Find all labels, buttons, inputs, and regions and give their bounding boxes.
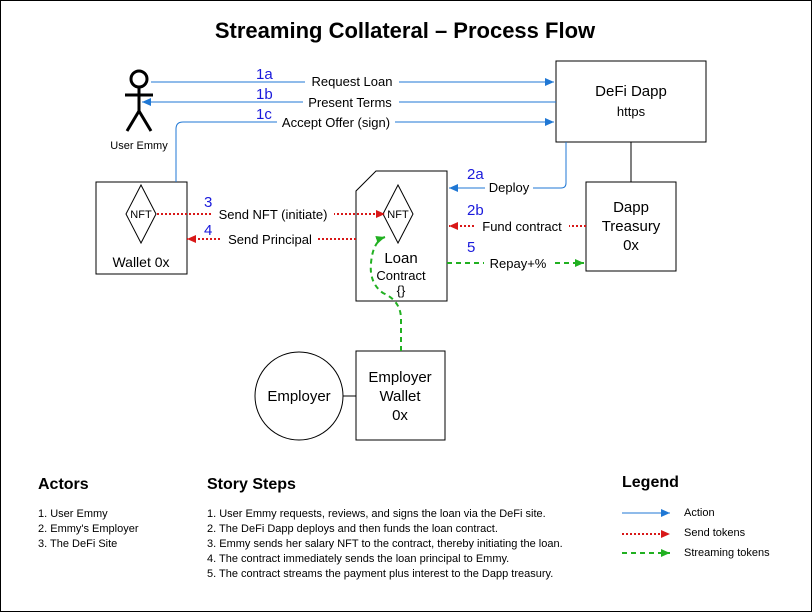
label-bg-3: [212, 206, 334, 222]
legend-action-label: Action: [684, 507, 715, 519]
employer-wallet-line3: 0x: [392, 407, 408, 424]
label-bg-1b: [303, 94, 399, 110]
wallet-nft-label: NFT: [130, 209, 152, 221]
actors-heading: Actors: [38, 476, 89, 493]
flow-4-label: Send Principal: [228, 232, 312, 247]
story-step: 1. User Emmy requests, reviews, and sign…: [207, 508, 546, 520]
label-bg-1a: [305, 73, 399, 89]
actor-item: 3. The DeFi Site: [38, 538, 117, 550]
label-bg-2a: [485, 180, 533, 196]
employer-label: Employer: [267, 388, 330, 405]
flow-1b-label: Present Terms: [308, 95, 392, 110]
flow-1a-label: Request Loan: [312, 74, 393, 89]
story-step: 5. The contract streams the payment plus…: [207, 568, 553, 580]
story-step: 2. The DeFi Dapp deploys and then funds …: [207, 523, 498, 535]
label-bg-4: [222, 231, 318, 247]
flow-2b-label: Fund contract: [482, 219, 562, 234]
legend-send-tokens-label: Send tokens: [684, 527, 746, 539]
actor-item: 1. User Emmy: [38, 508, 108, 520]
employer-wallet-line1: Employer: [368, 369, 431, 386]
flow-2a-label: Deploy: [489, 180, 530, 195]
flow-1b-number: 1b: [256, 86, 273, 103]
contract-nft-diamond-icon: [382, 183, 414, 245]
flow-4-number: 4: [204, 222, 212, 239]
user-stick-figure-icon: [125, 69, 153, 132]
flow-2b-number: 2b: [467, 202, 484, 219]
loan-contract-line3: {}: [397, 283, 406, 298]
flow-3-label: Send NFT (initiate): [219, 207, 328, 222]
diagram-title: Streaming Collateral – Process Flow: [215, 18, 596, 43]
label-bg-1c: [277, 114, 395, 130]
story-heading: Story Steps: [207, 476, 296, 493]
arrow-2a-deploy: [449, 142, 567, 192]
defi-dapp-subtitle: https: [617, 104, 646, 119]
flow-5-label: Repay+%: [490, 256, 547, 271]
flow-5-number: 5: [467, 239, 475, 256]
label-bg-2b: [475, 218, 569, 234]
flow-1c-number: 1c: [256, 106, 272, 123]
defi-dapp-title: DeFi Dapp: [595, 83, 667, 100]
dapp-treasury-box: [585, 181, 677, 272]
flow-2a-number: 2a: [467, 166, 484, 183]
treasury-label-line1: Dapp: [613, 199, 649, 216]
employer-wallet-box: [355, 350, 446, 441]
loan-contract-line2: Contract: [376, 268, 426, 283]
arrow-salary-stream: [369, 236, 402, 351]
treasury-label-line3: 0x: [623, 237, 639, 254]
legend-streaming-label: Streaming tokens: [684, 547, 770, 559]
story-step: 4. The contract immediately sends the lo…: [207, 553, 509, 565]
story-step: 3. Emmy sends her salary NFT to the cont…: [207, 538, 563, 550]
arrow-1c-accept-offer: [175, 118, 554, 182]
wallet-nft-diamond-icon: [125, 183, 157, 245]
employer-wallet-line2: Wallet: [379, 388, 421, 405]
label-bg-5: [484, 255, 552, 271]
flow-3-number: 3: [204, 194, 212, 211]
user-label: User Emmy: [110, 140, 168, 152]
treasury-label-line2: Treasury: [602, 218, 661, 235]
flow-1c-label: Accept Offer (sign): [282, 115, 390, 130]
flow-1a-number: 1a: [256, 66, 273, 83]
wallet-label: Wallet 0x: [112, 254, 169, 270]
defi-dapp-box: [555, 60, 707, 143]
actor-item: 2. Emmy's Employer: [38, 523, 139, 535]
contract-nft-label: NFT: [387, 209, 409, 221]
legend-heading: Legend: [622, 474, 679, 491]
loan-contract-line1: Loan: [384, 250, 417, 267]
